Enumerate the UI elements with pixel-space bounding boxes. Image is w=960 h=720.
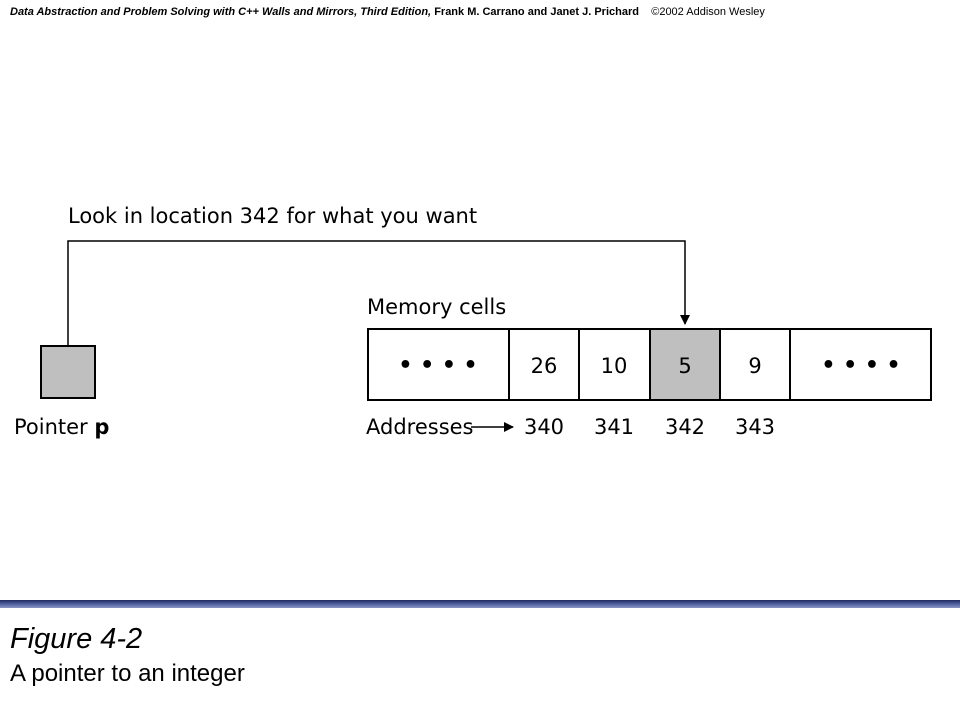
memory-cell-ellipsis-left xyxy=(367,328,510,401)
header-copyright: ©2002 Addison Wesley xyxy=(651,6,765,18)
pointer-label-prefix: Pointer xyxy=(14,415,94,439)
figure-caption: A pointer to an integer xyxy=(10,660,245,687)
cell-value-ellipsis-right: • • • • xyxy=(821,353,900,378)
cell-value-340: 26 xyxy=(531,354,558,378)
instruction-text: Look in location 342 for what you want xyxy=(68,204,477,228)
pointer-name: p xyxy=(94,415,109,439)
header-authors: Frank M. Carrano and Janet J. Prichard xyxy=(434,6,639,18)
cell-value-341: 10 xyxy=(601,354,628,378)
header-book-title: Data Abstraction and Problem Solving wit… xyxy=(10,6,432,18)
address-343: 343 xyxy=(735,415,775,439)
pointer-arrow xyxy=(67,240,690,346)
address-340: 340 xyxy=(524,415,564,439)
memory-cell-342 xyxy=(649,328,721,401)
cell-value-342: 5 xyxy=(678,354,691,378)
memory-cell-343 xyxy=(719,328,791,401)
address-342: 342 xyxy=(665,415,705,439)
cell-value-343: 9 xyxy=(748,354,761,378)
cell-value-ellipsis-left: • • • • xyxy=(398,353,477,378)
memory-cells-label: Memory cells xyxy=(367,295,506,319)
figure-title: Figure 4-2 xyxy=(10,623,143,655)
pointer-box xyxy=(40,345,96,399)
pointer-label: Pointer p xyxy=(14,415,109,439)
memory-cells: • • • • 26 10 5 9 • • • • xyxy=(367,328,932,401)
footer-divider-bar xyxy=(0,600,960,608)
book-header: Data Abstraction and Problem Solving wit… xyxy=(10,5,950,19)
pointer-diagram: Look in location 342 for what you want P… xyxy=(14,204,932,439)
memory-cell-ellipsis-right xyxy=(789,328,932,401)
address-341: 341 xyxy=(594,415,634,439)
addresses-label: Addresses xyxy=(366,415,474,439)
